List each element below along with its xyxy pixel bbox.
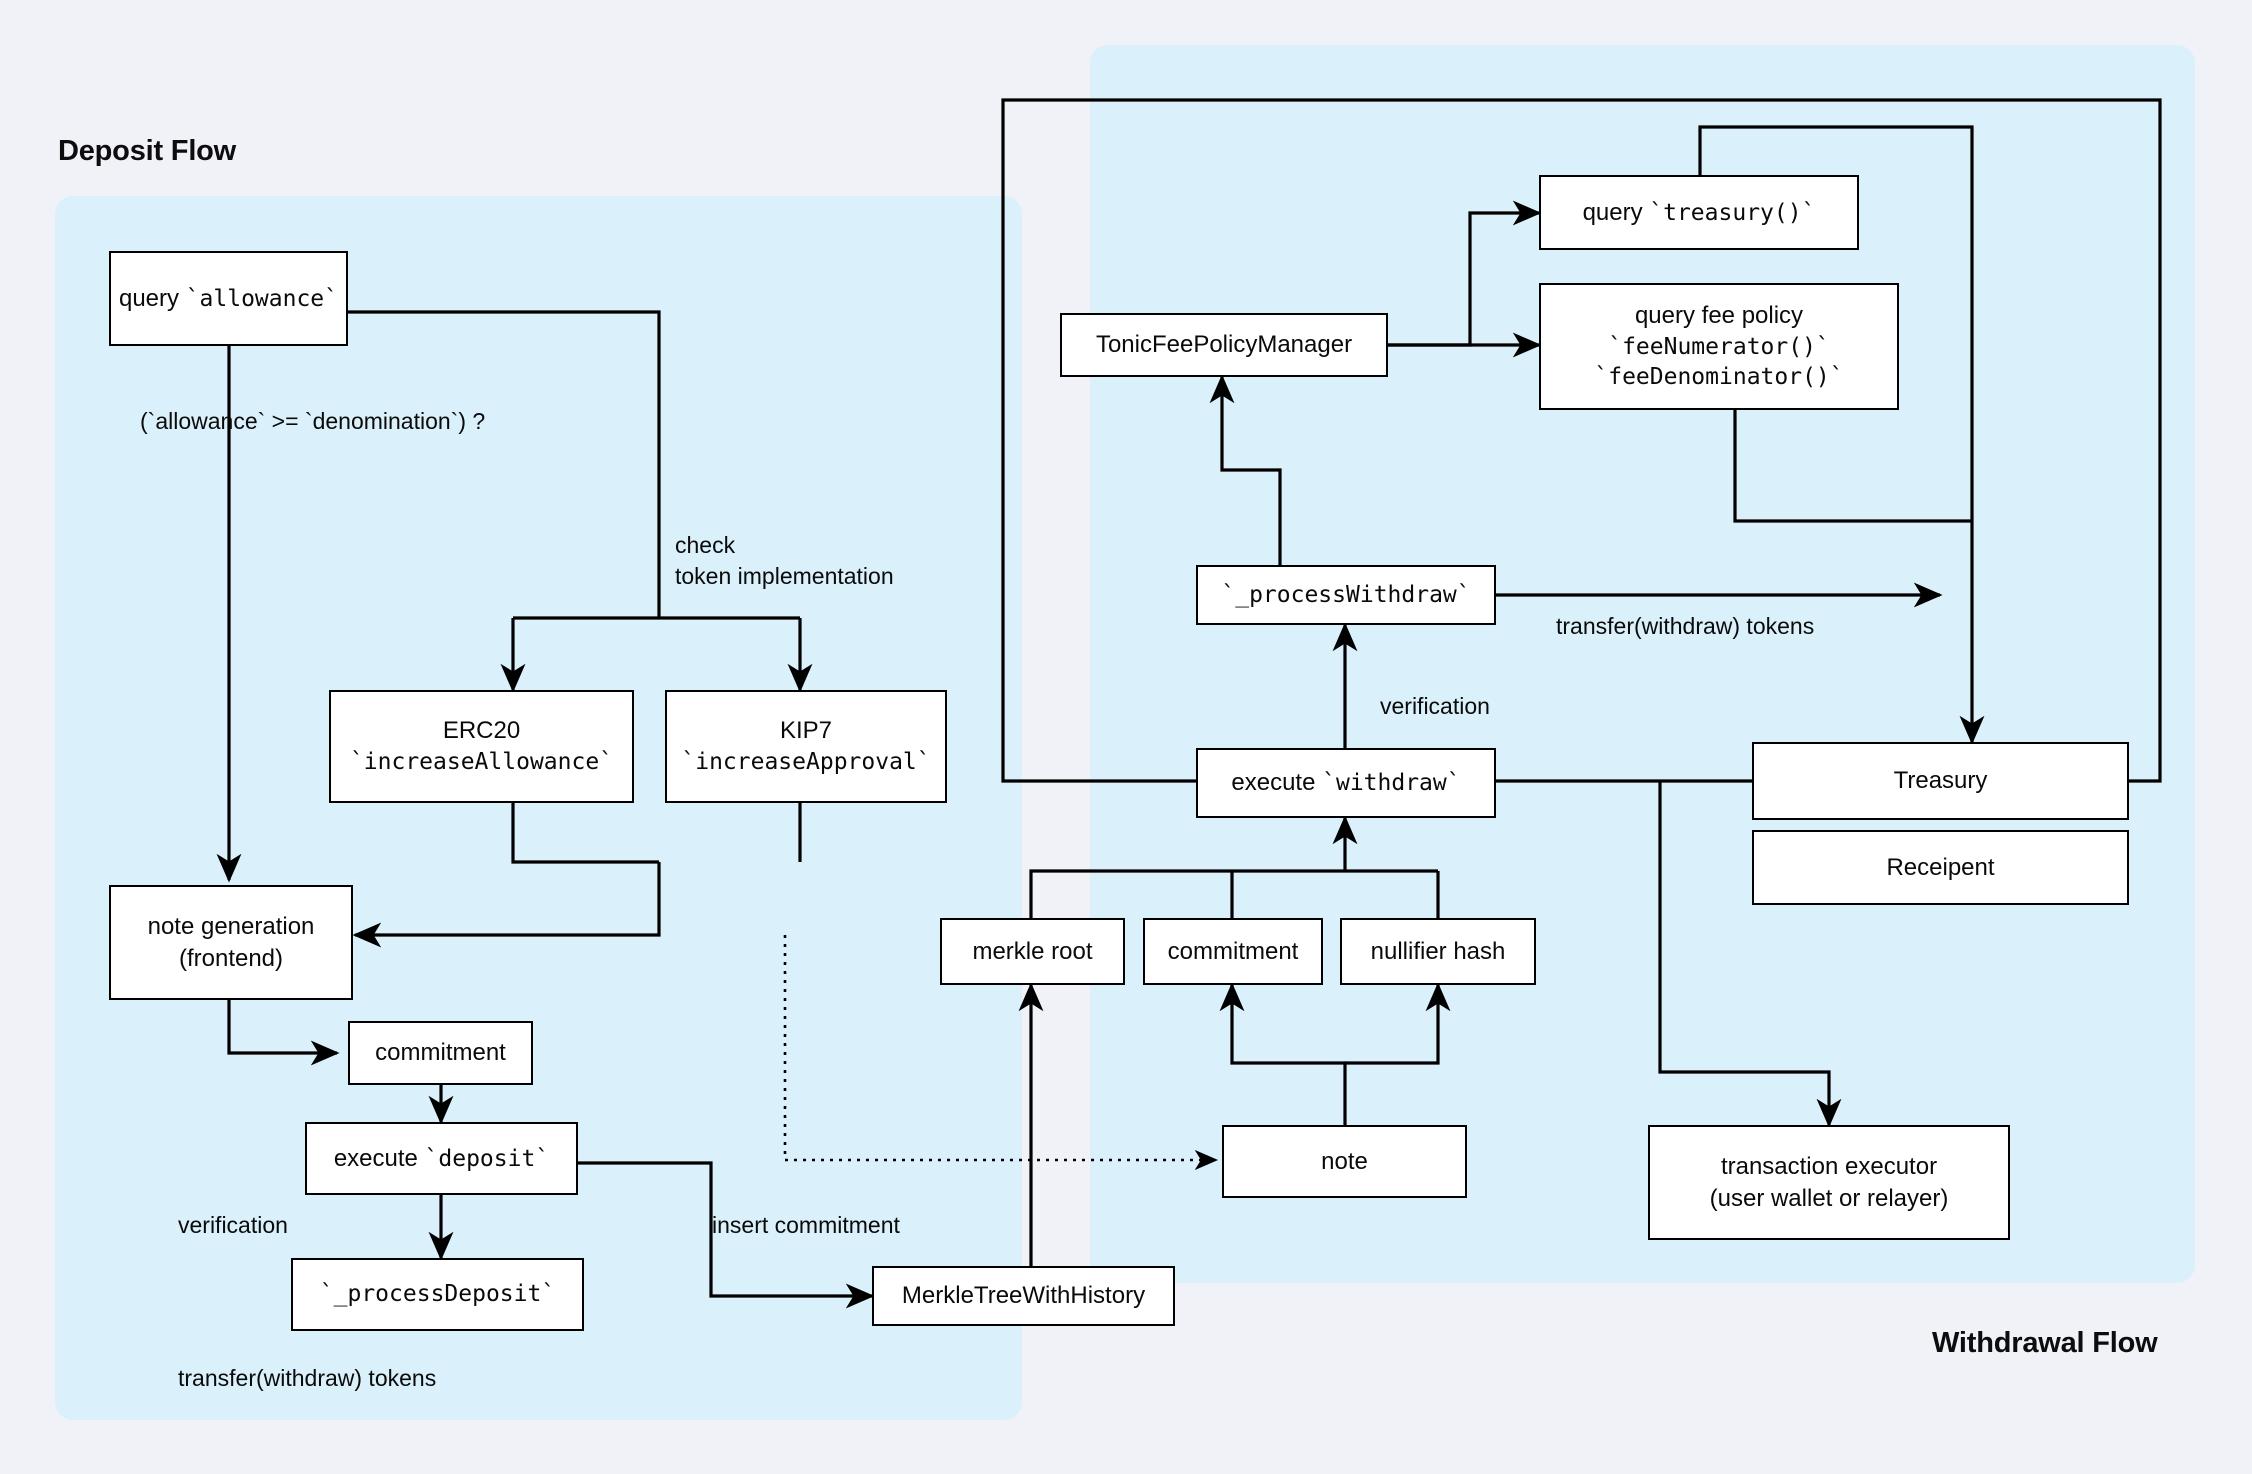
- nullifier-hash-label: nullifier hash: [1370, 937, 1506, 965]
- label-deposit-verification: verification: [178, 1212, 288, 1238]
- fee-policy-manager-label: TonicFeePolicyManager: [1095, 331, 1353, 359]
- kip7-code: `increaseApproval`: [681, 749, 931, 776]
- process-deposit-code: `_processDeposit`: [319, 1281, 556, 1308]
- query-treasury-prefix: query: [1582, 198, 1650, 226]
- execute-deposit-code: `deposit`: [424, 1145, 550, 1172]
- query-fee-policy-code-numerator: `feeNumerator()`: [1608, 333, 1830, 360]
- label-withdraw-verification: verification: [1380, 693, 1490, 719]
- deposit-commitment-label: commitment: [375, 1039, 506, 1067]
- treasury-label: Treasury: [1893, 767, 1988, 795]
- node-erc20-increase-allowance[interactable]: ERC20 `increaseAllowance`: [329, 690, 634, 803]
- node-treasury[interactable]: Treasury: [1752, 742, 2129, 820]
- note-generation-line2: (frontend): [178, 944, 284, 972]
- label-deposit-transfer-tokens: transfer(withdraw) tokens: [178, 1365, 437, 1391]
- node-execute-withdraw[interactable]: execute `withdraw`: [1196, 748, 1496, 818]
- kip7-title: KIP7: [779, 717, 833, 745]
- label-check-token-implementation: check token implementation: [675, 532, 894, 590]
- execute-deposit-prefix: execute: [333, 1144, 425, 1172]
- note-label: note: [1321, 1147, 1368, 1175]
- node-withdraw-commitment[interactable]: commitment: [1143, 918, 1323, 985]
- node-note[interactable]: note: [1222, 1125, 1467, 1198]
- query-allowance-code: `allowance`: [185, 285, 339, 312]
- merkle-root-label: merkle root: [972, 937, 1093, 965]
- query-fee-policy-title: query fee policy: [1634, 302, 1804, 330]
- node-kip7-increase-approval[interactable]: KIP7 `increaseApproval`: [665, 690, 947, 803]
- receipent-label: Receipent: [1886, 853, 1995, 881]
- node-tonic-fee-policy-manager[interactable]: TonicFeePolicyManager: [1060, 313, 1388, 377]
- label-insert-commitment: insert commitment: [712, 1212, 900, 1238]
- node-query-allowance[interactable]: query `allowance`: [109, 251, 348, 346]
- execute-withdraw-prefix: execute: [1231, 769, 1323, 797]
- node-process-withdraw[interactable]: `_processWithdraw`: [1196, 565, 1496, 625]
- withdrawal-flow-title: Withdrawal Flow: [1932, 1327, 2158, 1359]
- erc20-code: `increaseAllowance`: [349, 749, 614, 776]
- node-execute-deposit[interactable]: execute `deposit`: [305, 1122, 578, 1195]
- process-withdraw-code: `_processWithdraw`: [1221, 581, 1471, 608]
- node-nullifier-hash[interactable]: nullifier hash: [1340, 918, 1536, 985]
- transaction-executor-line1: transaction executor: [1720, 1152, 1938, 1180]
- label-withdraw-transfer-tokens: transfer(withdraw) tokens: [1556, 613, 1815, 639]
- node-merkle-root[interactable]: merkle root: [940, 918, 1125, 985]
- node-note-generation[interactable]: note generation (frontend): [109, 885, 353, 1000]
- note-generation-line1: note generation: [147, 912, 315, 940]
- transaction-executor-line2: (user wallet or relayer): [1709, 1184, 1949, 1212]
- erc20-title: ERC20: [442, 717, 521, 745]
- merkle-tree-label: MerkleTreeWithHistory: [901, 1282, 1146, 1310]
- node-query-treasury[interactable]: query `treasury()`: [1539, 175, 1859, 250]
- query-treasury-code: `treasury()`: [1649, 199, 1816, 226]
- node-transaction-executor[interactable]: transaction executor (user wallet or rel…: [1648, 1125, 2010, 1240]
- query-fee-policy-code-denominator: `feeDenominator()`: [1594, 364, 1844, 391]
- node-process-deposit[interactable]: `_processDeposit`: [291, 1258, 584, 1331]
- label-allowance-condition: (`allowance` >= `denomination`) ?: [140, 408, 486, 434]
- node-deposit-commitment[interactable]: commitment: [348, 1021, 533, 1085]
- query-allowance-prefix: query: [118, 284, 186, 312]
- execute-withdraw-code: `withdraw`: [1322, 770, 1461, 797]
- node-merkle-tree-with-history[interactable]: MerkleTreeWithHistory: [872, 1266, 1175, 1326]
- deposit-flow-title: Deposit Flow: [58, 135, 237, 167]
- withdraw-commitment-label: commitment: [1167, 937, 1299, 965]
- node-query-fee-policy[interactable]: query fee policy `feeNumerator()` `feeDe…: [1539, 283, 1899, 410]
- node-receipent[interactable]: Receipent: [1752, 830, 2129, 905]
